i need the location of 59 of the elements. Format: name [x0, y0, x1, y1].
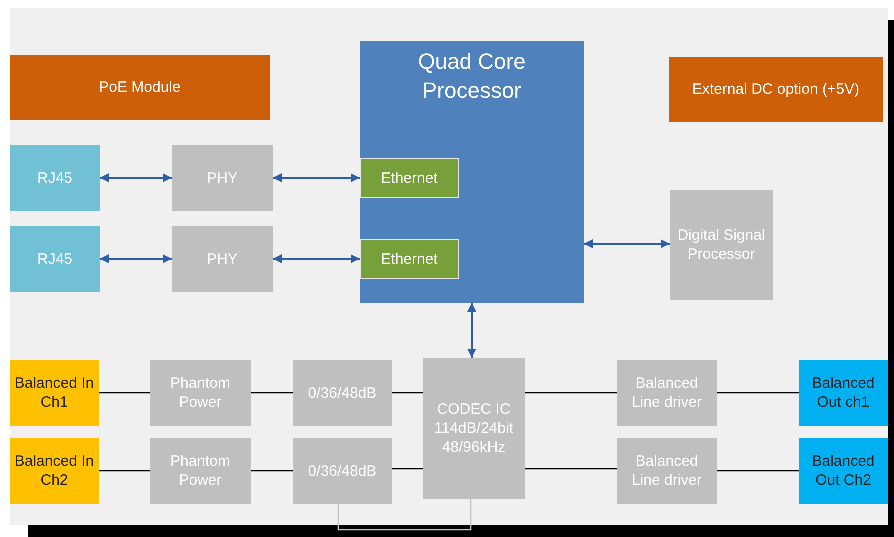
- connector-line: [525, 392, 617, 394]
- component-block: [360, 239, 459, 279]
- block-label: Balanced In Ch1: [14, 374, 95, 412]
- arrow: [100, 254, 172, 264]
- component-block: [293, 360, 392, 426]
- component-block: [293, 438, 392, 504]
- component-block: [10, 55, 270, 120]
- component-block: [10, 145, 100, 211]
- block-label: Digital Signal Processor: [676, 226, 766, 264]
- component-block: [10, 360, 99, 426]
- connector-line: [251, 470, 293, 472]
- block-label: Balanced Line driver: [630, 452, 704, 490]
- block-label: PHY: [207, 168, 238, 188]
- arrow: [100, 174, 172, 182]
- connector-line: [392, 468, 423, 470]
- component-block: [617, 438, 717, 504]
- component-block: [10, 438, 99, 504]
- connector-line: [99, 470, 150, 472]
- component-block: [172, 145, 273, 211]
- component-block: [669, 57, 883, 122]
- component-block: [799, 438, 888, 504]
- block-label: Balanced Out ch1: [811, 374, 876, 412]
- block-label: CODEC IC 114dB/24bit 48/96kHz: [434, 400, 514, 457]
- block-label: Balanced Line driver: [630, 374, 704, 412]
- component-block: [150, 360, 251, 426]
- block-label: 0/36/48dB: [308, 462, 377, 480]
- connector-line: [717, 392, 799, 394]
- component-block: [150, 438, 251, 504]
- arrow: [468, 303, 476, 358]
- block-label: Ethernet: [381, 168, 438, 188]
- arrow: [584, 240, 670, 248]
- connector-line: [99, 392, 150, 394]
- connector-line: [392, 392, 423, 394]
- connector-line: [338, 499, 472, 531]
- component-block: [172, 226, 273, 292]
- component-block: [423, 358, 525, 499]
- block-label: RJ45: [37, 168, 73, 188]
- processor-block: [360, 41, 584, 303]
- connector-line: [525, 468, 617, 470]
- block-label: Quad Core Processor: [417, 48, 527, 105]
- block-label: 0/36/48dB: [308, 384, 377, 402]
- component-block: [670, 190, 773, 300]
- block-label: Phantom Power: [169, 452, 232, 490]
- component-block: [617, 360, 717, 426]
- connector-line: [717, 470, 799, 472]
- block-label: RJ45: [37, 250, 73, 268]
- block-label: Balanced In Ch2: [14, 452, 95, 490]
- connector-line: [251, 392, 293, 394]
- block-label: Balanced Out Ch2: [811, 452, 876, 490]
- block-label: PoE Module: [99, 78, 181, 97]
- arrow: [273, 254, 360, 264]
- block-label: Phantom Power: [169, 374, 232, 412]
- arrow: [273, 174, 360, 182]
- block-label: External DC option (+5V): [692, 80, 860, 99]
- component-block: [360, 158, 459, 198]
- block-label: Ethernet: [381, 250, 438, 268]
- block-label: PHY: [207, 250, 238, 268]
- component-block: [799, 360, 888, 426]
- component-block: [10, 226, 100, 292]
